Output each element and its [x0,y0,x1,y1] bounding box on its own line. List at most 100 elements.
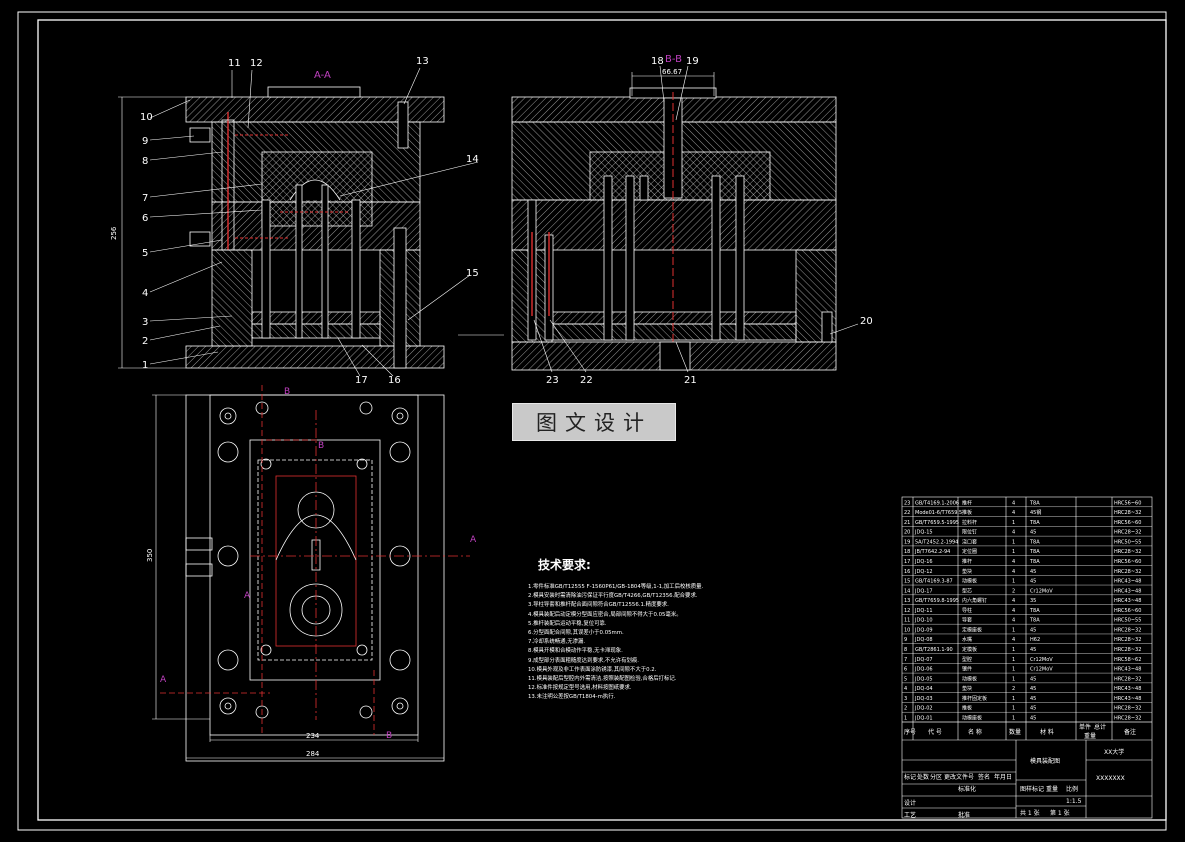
svg-text:17: 17 [355,375,368,386]
svg-text:A: A [160,675,167,685]
bom-cell-qty: 1 [1012,627,1015,633]
bom-cell-mat: 45 [1030,686,1036,692]
bom-cell-qty: 1 [1012,716,1015,722]
svg-text:年月日: 年月日 [994,773,1012,781]
svg-text:7: 7 [142,193,148,204]
bom-header: 序号 代 号 名 称 数量 材 料 单件 总计 重量 备注 [904,723,1136,740]
bom-cell-code: JDQ-12 [914,569,933,575]
bom-cell-no: 20 [904,530,910,536]
bom-cell-note: HRC43~48 [1114,588,1141,594]
svg-text:总计: 总计 [1094,723,1106,731]
bom-cell-mat: T8A [1029,539,1040,545]
bom-cell-mat: 45 [1030,676,1036,682]
bom-cell-code: 5A/T2452.2-1994 [915,539,958,545]
bom-cell-qty: 1 [1012,657,1015,663]
dim-top-width [631,72,715,96]
bom-cell-mat: 45钢 [1030,509,1041,516]
bom-cell-note: HRC43~48 [1114,598,1141,604]
bom-cell-code: JDQ-03 [914,696,933,702]
svg-text:分区: 分区 [930,773,942,781]
svg-text:9: 9 [142,136,148,147]
svg-text:15: 15 [466,268,479,279]
svg-text:8: 8 [142,156,148,167]
bom-cell-name: 定模座板 [962,626,982,633]
svg-text:更改文件号: 更改文件号 [944,773,974,781]
bom-cell-name: 镶件 [962,666,972,673]
svg-text:14: 14 [466,154,479,165]
bom-cell-mat: T8A [1029,500,1040,506]
bom-cell-no: 9 [904,637,907,643]
svg-text:4: 4 [142,288,148,299]
tech-item: 1.零件标准GB/T12555 F-1560P61/GB-1804等级,1-1,… [528,584,704,590]
tech-item: 5.推杆装配后运动平稳,复位可靠. [528,620,607,627]
bom-cell-name: 推杆 [962,499,972,506]
bom-cell-name: 限位钉 [962,529,977,536]
bom-cell-no: 6 [904,667,907,673]
bom-cell-mat: Cr12MoV [1030,588,1053,594]
tech-item: 9.成型部分表面粗糙度达到要求,不允许有划痕. [528,657,639,664]
bom-cell-code: JDQ-16 [914,559,933,565]
bom-cell-qty: 4 [1012,608,1015,614]
bom-cell-code: GB/T2861.1-90 [915,647,953,653]
bom-cell-name: 水嘴 [962,636,972,643]
bom-cell-mat: T8A [1029,520,1040,526]
bom-cell-qty: 1 [1012,696,1015,702]
bom-cell-no: 15 [904,579,910,585]
bom-cell-qty: 1 [1012,706,1015,712]
technical-requirements: 技术要求: 1.零件标准GB/T12555 F-1560P61/GB-1804等… [528,556,703,703]
bom-cell-note: HRC56~60 [1114,608,1141,614]
dim-plan-outer-width: 284 [306,750,320,758]
bom-cell-no: 16 [904,569,910,575]
bom-cell-qty: 2 [1012,686,1015,692]
dim-plan-height: 350 [146,549,154,562]
bom-cell-note: HRC28~32 [1114,530,1141,536]
bom-cell-qty: 1 [1012,667,1015,673]
svg-text:19: 19 [686,56,699,67]
bom-cell-no: 18 [904,549,910,555]
bom-cell-qty: 4 [1012,569,1015,575]
bom-cell-mat: Cr12MoV [1030,667,1053,673]
bom-cell-no: 21 [904,520,910,526]
tech-item: 7.冷却系统畅通,无渗漏. [528,639,586,646]
svg-text:序号: 序号 [904,728,916,736]
bom-cell-mat: Cr12MoV [1030,657,1053,663]
bom-cell-no: 19 [904,539,910,545]
bom-cell-note: HRC43~48 [1114,667,1141,673]
svg-text:XXXXXXX: XXXXXXX [1096,775,1125,782]
bom-cell-code: GB/T7659.8-1995 [915,598,959,604]
bom-cell-mat: 45 [1030,716,1036,722]
bom-cell-mat: H62 [1030,637,1040,643]
tech-item: 4.模具装配后动定模分型面应密合,局部间隙不得大于0.05毫米。 [528,611,682,618]
svg-text:代 号: 代 号 [928,728,942,736]
svg-text:模具装配图: 模具装配图 [1030,757,1060,765]
bom-cell-name: 垫块 [962,568,972,575]
bom-cell-no: 5 [904,676,907,682]
bom-cell-no: 10 [904,627,910,633]
bom-cell-note: HRC28~32 [1114,549,1141,555]
bom-cell-qty: 1 [1012,579,1015,585]
svg-text:标准化: 标准化 [958,785,976,793]
svg-text:3: 3 [142,317,148,328]
bom-cell-no: 2 [904,706,907,712]
bom-cell-no: 12 [904,608,910,614]
bom-cell-name: 推杆 [962,558,972,565]
bom-cell-note: HRC43~48 [1114,579,1141,585]
leaders-left [149,67,479,377]
svg-text:16: 16 [388,375,401,386]
bom-cell-qty: 4 [1012,598,1015,604]
bom-cell-no: 22 [904,510,910,516]
bom-cell-note: HRC50~55 [1114,618,1141,624]
svg-text:XX大学: XX大学 [1104,748,1124,756]
bom-cell-code: JDQ-11 [914,608,933,614]
svg-text:批准: 批准 [958,811,970,819]
tech-item: 8.模具开模和合模动作平稳,无卡滞现象. [528,648,623,655]
tech-item: 13.未注明公差按GB/T1804-m执行. [528,694,616,701]
bom-cell-note: HRC28~32 [1114,647,1141,653]
bom-cell-name: 定位圈 [962,548,977,555]
svg-text:B: B [386,731,392,741]
title-block-text: 模具装配图 XX大学 XXXXXXX 图样标记 重量 比例 1:1.5 共 1 … [904,748,1125,819]
plan-dimensions [152,394,444,759]
svg-text:11: 11 [228,58,241,69]
bom-cell-qty: 4 [1012,637,1015,643]
